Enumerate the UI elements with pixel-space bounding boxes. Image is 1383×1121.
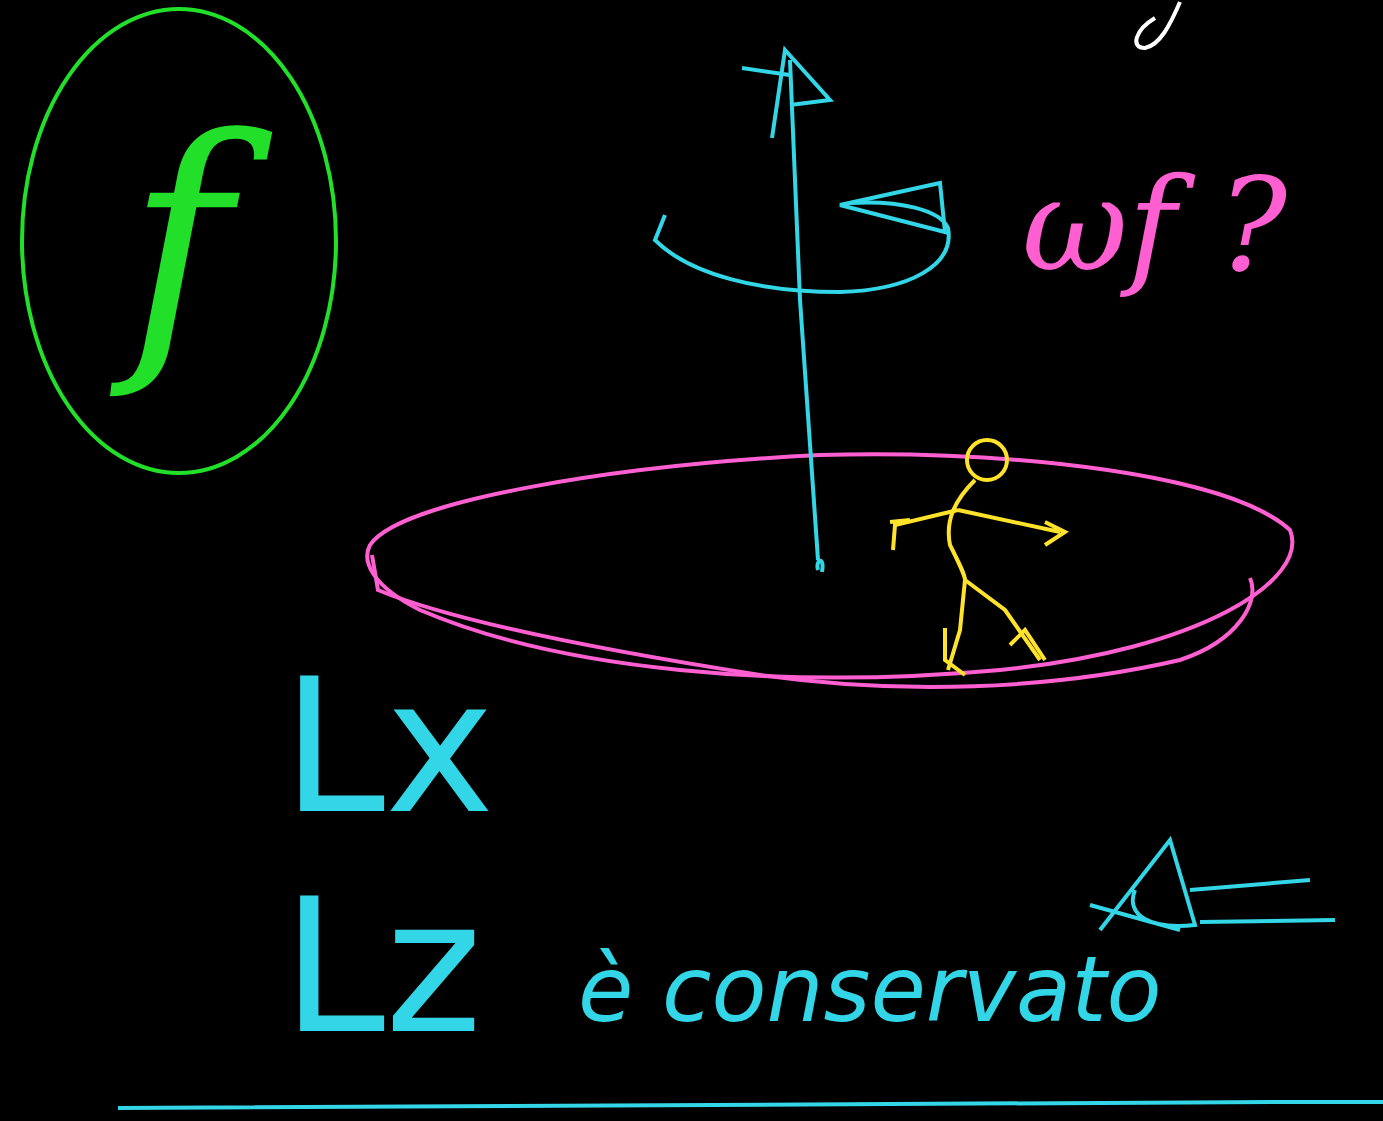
partial-letter bbox=[1136, 2, 1180, 48]
symbol-letter: f bbox=[127, 101, 231, 381]
question-label: ωf ? bbox=[1022, 160, 1287, 290]
rotation-arrowhead bbox=[840, 183, 945, 232]
platform-disk bbox=[367, 454, 1292, 677]
crossed-out-scribble bbox=[1090, 840, 1335, 930]
rotation-axis bbox=[790, 60, 823, 572]
platform-edge bbox=[372, 555, 1252, 687]
quantity-label: Lz bbox=[282, 875, 482, 1060]
rotation-arrow bbox=[655, 202, 949, 292]
quantity-label: Lx bbox=[282, 655, 495, 840]
note-text: è conservato bbox=[578, 945, 1162, 1035]
axis-arrowhead bbox=[742, 50, 830, 138]
circled-symbol: f bbox=[18, 5, 340, 477]
underline bbox=[118, 1102, 1383, 1108]
walking-person bbox=[890, 440, 1065, 675]
